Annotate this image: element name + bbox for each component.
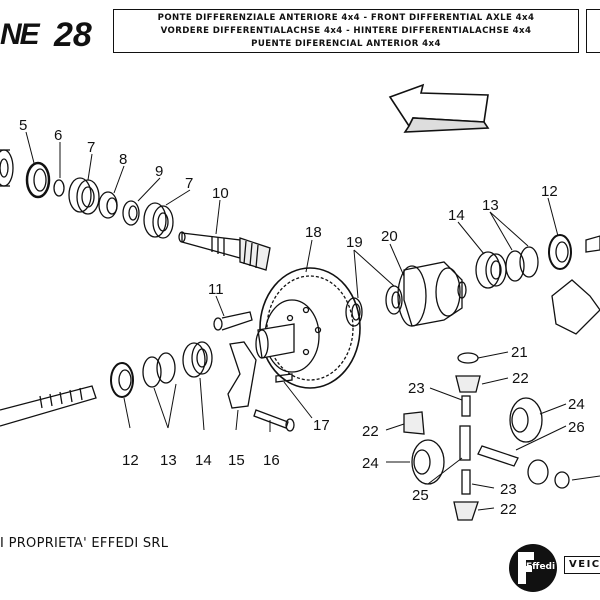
callout-20: 20 bbox=[381, 228, 398, 245]
callout-23-a: 23 bbox=[408, 380, 425, 397]
part-22-gear-right bbox=[527, 459, 570, 489]
title-line-german: VORDERE DIFFERENTIALACHSE 4x4 - HINTERE … bbox=[160, 26, 532, 36]
callout-21: 21 bbox=[511, 344, 528, 361]
part-16-bolt bbox=[253, 409, 295, 432]
part-23-pin-top bbox=[461, 395, 471, 417]
part-24-planet-gear-right bbox=[509, 397, 543, 443]
part-20-diff-housing bbox=[397, 261, 467, 327]
page-number: 28 bbox=[54, 16, 92, 54]
callout-labels: 5 6 7 8 9 7 10 11 12 13 14 15 16 17 18 1… bbox=[19, 117, 585, 518]
callout-22-b: 22 bbox=[362, 423, 379, 440]
part-24-planet-gear-left bbox=[411, 439, 445, 485]
part-hub-left bbox=[0, 149, 14, 187]
callout-17: 17 bbox=[313, 417, 330, 434]
part-10-pinion bbox=[178, 231, 271, 271]
part-7-bearing-cup bbox=[68, 177, 100, 215]
part-right-shaft-end bbox=[585, 235, 600, 253]
part-17-pin bbox=[275, 373, 293, 383]
callout-12-right: 12 bbox=[541, 183, 558, 200]
leader-lines bbox=[25, 131, 600, 511]
callout-5: 5 bbox=[19, 117, 27, 134]
callout-6: 6 bbox=[54, 127, 62, 144]
part-22-side-gear-top bbox=[455, 375, 481, 393]
part-12-seal-left bbox=[110, 362, 134, 398]
part-axle-shaft-left bbox=[0, 385, 97, 427]
callout-24-left: 24 bbox=[362, 455, 379, 472]
title-line-italian-english: PONTE DIFFERENZIALE ANTERIORE 4x4 - FRON… bbox=[157, 13, 535, 23]
callout-14-right: 14 bbox=[448, 207, 465, 224]
callout-24-right: 24 bbox=[568, 396, 585, 413]
part-13-shims-right bbox=[505, 246, 539, 282]
part-5-seal bbox=[25, 161, 51, 199]
direction-arrow bbox=[388, 83, 490, 133]
part-8-bearing bbox=[98, 191, 118, 219]
part-22-gear-left bbox=[403, 411, 425, 435]
part-9-spacer bbox=[122, 200, 140, 226]
callout-16: 16 bbox=[263, 452, 280, 469]
callout-8: 8 bbox=[119, 151, 127, 168]
part-14-bearing-right bbox=[475, 251, 507, 289]
maker-box: VEICO bbox=[564, 556, 600, 574]
side-box bbox=[586, 9, 600, 53]
callout-7b: 7 bbox=[185, 175, 193, 192]
title-box: PONTE DIFFERENZIALE ANTERIORE 4x4 - FRON… bbox=[113, 9, 579, 53]
part-12-seal-right bbox=[548, 234, 572, 270]
part-21-washer bbox=[457, 352, 479, 364]
part-15-cap bbox=[227, 341, 257, 409]
part-14-bearing-left bbox=[182, 341, 213, 378]
copyright-text: I PROPRIETA' EFFEDI SRL bbox=[0, 536, 169, 551]
part-19-shim bbox=[345, 285, 403, 327]
part-6-ring bbox=[53, 179, 65, 197]
callout-7: 7 bbox=[87, 139, 95, 156]
callout-9: 9 bbox=[155, 163, 163, 180]
part-13-shims-left bbox=[142, 352, 176, 388]
callout-22-c: 22 bbox=[500, 501, 517, 518]
effedi-brand-text: Effedi bbox=[526, 562, 556, 572]
part-26-shaft bbox=[477, 445, 519, 467]
callout-18: 18 bbox=[305, 224, 322, 241]
part-7-bearing-cup-b bbox=[143, 202, 174, 239]
callout-13-right: 13 bbox=[482, 197, 499, 214]
callout-15: 15 bbox=[228, 452, 245, 469]
effedi-logo bbox=[509, 544, 557, 592]
part-18-crown-gear bbox=[255, 267, 361, 389]
part-22-side-gear-bottom bbox=[453, 501, 479, 521]
callout-25: 25 bbox=[412, 487, 429, 504]
callout-23-b: 23 bbox=[500, 481, 517, 498]
callout-12-left: 12 bbox=[122, 452, 139, 469]
part-23-pin-bottom bbox=[461, 469, 471, 495]
callout-11: 11 bbox=[208, 281, 224, 298]
title-line-spanish: PUENTE DIFERENCIAL ANTERIOR 4x4 bbox=[251, 39, 441, 49]
callout-19: 19 bbox=[346, 234, 363, 251]
callout-13-left: 13 bbox=[160, 452, 177, 469]
part-cross-shaft bbox=[459, 425, 471, 461]
part-11-screw bbox=[213, 311, 253, 331]
callout-22-a: 22 bbox=[512, 370, 529, 387]
callout-14-left: 14 bbox=[195, 452, 212, 469]
callout-26: 26 bbox=[568, 419, 585, 436]
brand-logo-fragment: NE bbox=[0, 18, 40, 51]
part-cap-right bbox=[551, 279, 600, 335]
callout-10: 10 bbox=[212, 185, 229, 202]
